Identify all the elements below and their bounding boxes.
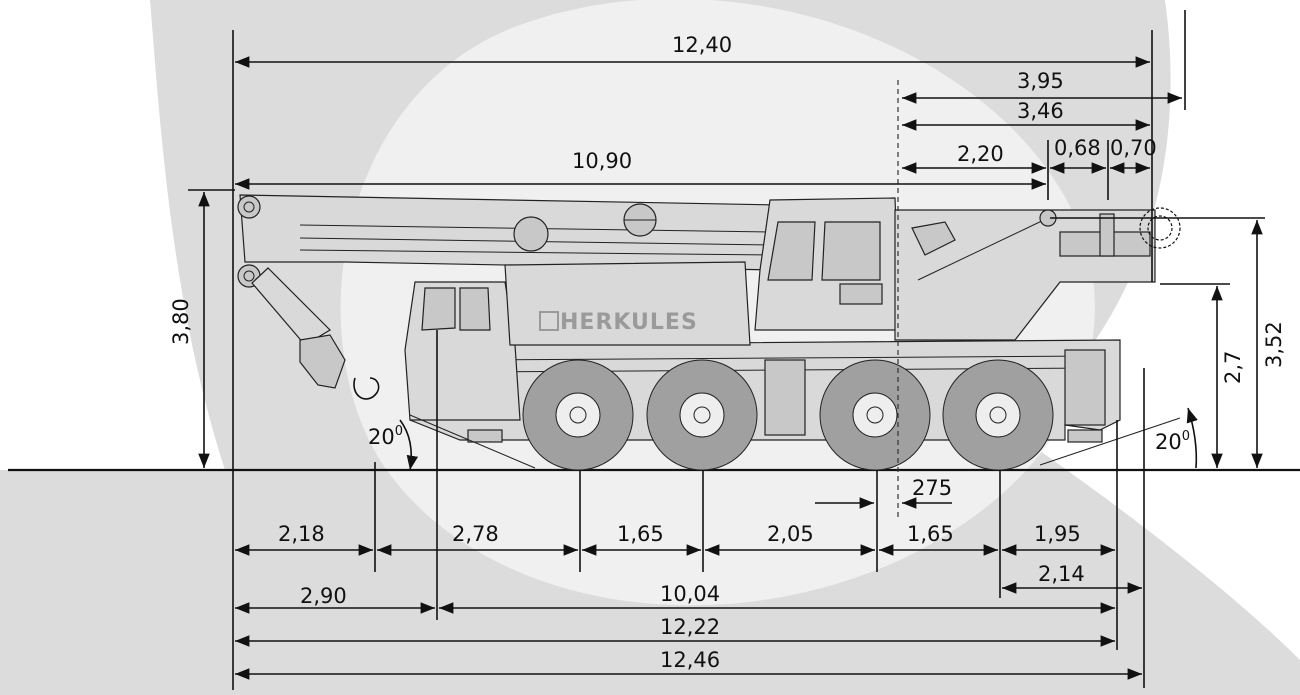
wheel-3 [819, 359, 931, 471]
angle-front: 200 [368, 424, 403, 449]
crane-boom [239, 194, 781, 271]
wheel-2 [646, 359, 758, 471]
dim-total-12-46: 12,46 [660, 648, 720, 672]
dim-total-length-top: 12,40 [672, 33, 732, 57]
dim-rear-2-20: 2,20 [957, 142, 1004, 166]
dim-seg-1-65-a: 1,65 [617, 522, 664, 546]
dim-seg-2-90: 2,90 [300, 584, 347, 608]
angle-rear: 200 [1155, 429, 1190, 454]
hook-block [299, 334, 346, 389]
dim-rear-3-95: 3,95 [1017, 69, 1064, 93]
dim-seg-2-05: 2,05 [767, 522, 814, 546]
dim-height-3-52: 3,52 [1262, 321, 1286, 368]
dim-height-total: 3,80 [169, 298, 193, 345]
herkules-logo: HERKULES [560, 310, 698, 335]
dim-rear-0-70: 0,70 [1110, 136, 1157, 160]
dim-seg-1-65-b: 1,65 [907, 522, 954, 546]
dim-height-2-7: 2,7 [1221, 351, 1245, 384]
dimension-lines [188, 10, 1265, 690]
wheel-1 [522, 359, 634, 471]
dim-rear-3-46: 3,46 [1017, 99, 1064, 123]
dim-seg-2-14: 2,14 [1038, 562, 1085, 586]
dim-offset-275: 275 [912, 476, 952, 500]
dim-seg-2-18: 2,18 [278, 522, 325, 546]
dim-seg-1-95: 1,95 [1034, 522, 1081, 546]
dim-seg-2-78: 2,78 [452, 522, 499, 546]
wheel-4 [942, 359, 1054, 471]
dim-rear-0-68: 0,68 [1054, 136, 1101, 160]
dim-seg-10-04: 10,04 [660, 582, 720, 606]
dim-total-12-22: 12,22 [660, 615, 720, 639]
crane-vehicle: HERKULES [237, 194, 1181, 471]
dim-boom-length: 10,90 [572, 149, 632, 173]
